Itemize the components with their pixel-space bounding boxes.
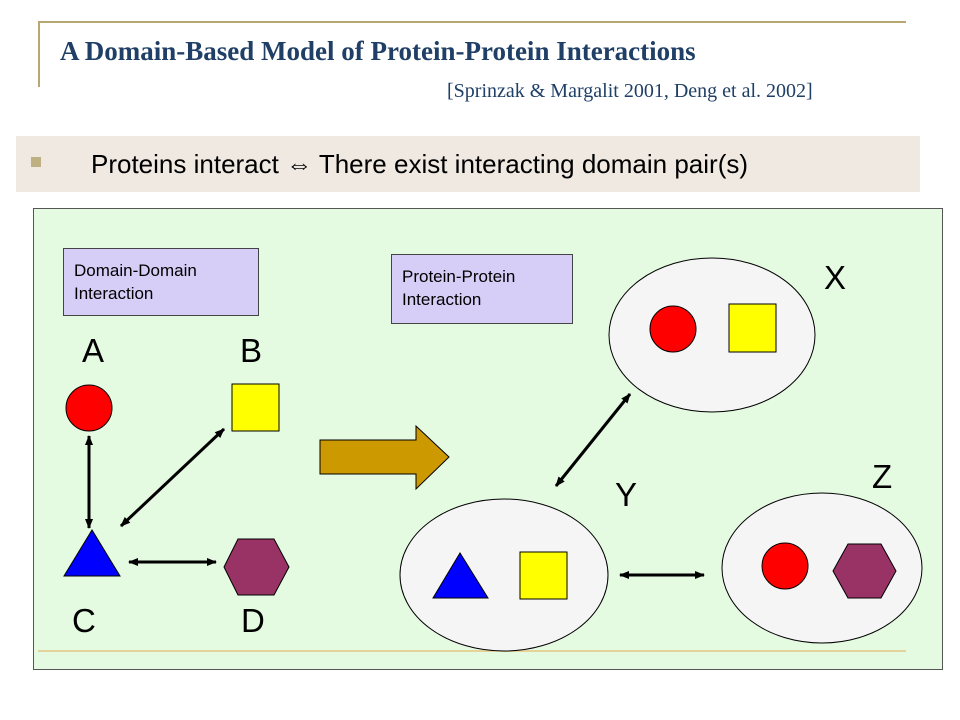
domain-b-square-icon — [231, 383, 280, 432]
protein-y-square-icon — [519, 551, 568, 600]
slide-title: A Domain-Based Model of Protein-Protein … — [60, 36, 696, 66]
protein-y-ellipse — [399, 498, 609, 652]
transition-block-arrow-icon — [319, 424, 450, 491]
domain-label-a: A — [82, 332, 105, 369]
domain-c-triangle-icon — [63, 529, 121, 577]
interaction-x-y-arrow-icon — [554, 393, 632, 487]
bullet-text: Proteins interact ⇔ There exist interact… — [91, 149, 749, 179]
protein-z-hexagon-icon — [832, 543, 897, 599]
domain-box-line1: Domain-Domain — [74, 261, 197, 280]
protein-box-line2: Interaction — [402, 290, 482, 309]
protein-protein-label-box: Protein-Protein Interaction — [391, 254, 573, 324]
bullet-marker-icon — [31, 157, 41, 167]
title-frame-top — [38, 21, 906, 23]
protein-label-x: X — [824, 259, 847, 296]
bullet-band — [16, 136, 920, 192]
protein-z-circle-icon — [761, 542, 809, 590]
interaction-b-c-arrow-icon — [119, 427, 226, 528]
domain-domain-label-box: Domain-Domain Interaction — [63, 248, 259, 316]
protein-x-circle-icon — [649, 305, 697, 353]
slide-citation: [Sprinzak & Margalit 2001, Deng et al. 2… — [447, 80, 813, 102]
domain-d-hexagon-icon — [223, 538, 290, 596]
protein-box-line1: Protein-Protein — [402, 267, 516, 286]
domain-label-c: C — [72, 602, 96, 639]
protein-z-ellipse — [721, 492, 923, 644]
protein-x-ellipse — [608, 257, 816, 413]
protein-y-triangle-icon — [432, 552, 489, 599]
domain-label-d: D — [241, 602, 265, 639]
protein-label-z: Z — [872, 458, 893, 495]
title-frame-left — [38, 21, 40, 87]
bottom-rule — [38, 650, 906, 652]
domain-a-circle-icon — [65, 384, 113, 432]
domain-label-b: B — [240, 332, 263, 369]
domain-box-line2: Interaction — [74, 284, 154, 303]
protein-x-square-icon — [728, 303, 777, 353]
